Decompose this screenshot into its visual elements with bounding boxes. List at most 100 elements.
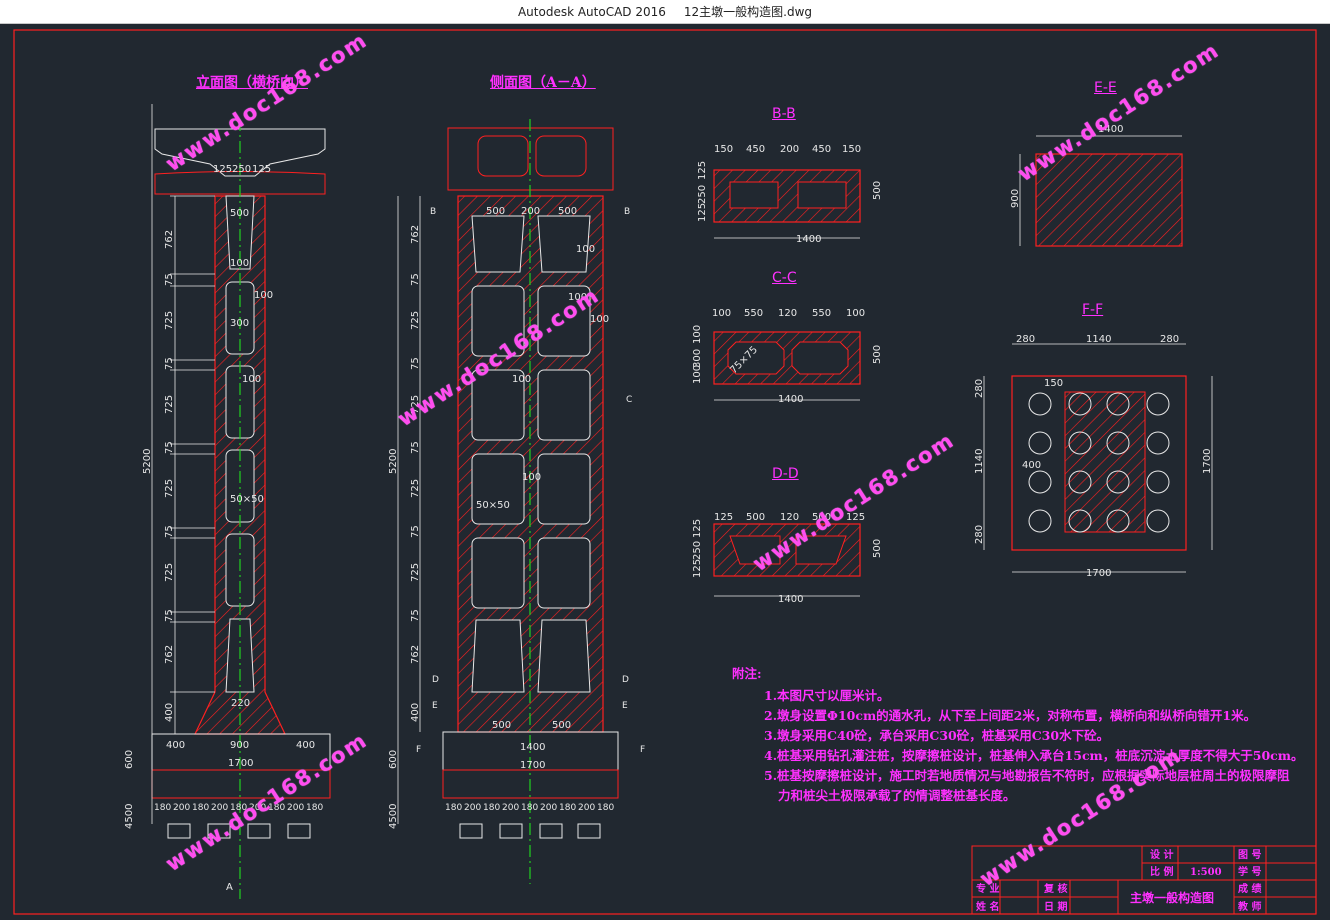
elevation-height-dims: 762 75 725 75 725 75 725 75 725 75 762 4… bbox=[124, 230, 175, 829]
svg-text:180: 180 bbox=[192, 803, 209, 813]
svg-text:5200: 5200 bbox=[142, 449, 153, 474]
ff-title: F-F bbox=[1082, 302, 1104, 318]
svg-text:725: 725 bbox=[164, 479, 175, 498]
svg-text:75: 75 bbox=[164, 525, 175, 538]
svg-text:200: 200 bbox=[287, 803, 304, 813]
svg-text:180: 180 bbox=[597, 803, 614, 813]
svg-text:125: 125 bbox=[692, 559, 703, 578]
section-a-label: A bbox=[226, 882, 233, 893]
app-name: Autodesk AutoCAD 2016 bbox=[517, 4, 666, 19]
svg-text:复 核: 复 核 bbox=[1043, 882, 1067, 895]
svg-text:姓 名: 姓 名 bbox=[975, 900, 999, 913]
svg-text:125: 125 bbox=[697, 161, 708, 180]
note-line: 力和桩尖土极限承载了的情调整桩基长度。 bbox=[778, 788, 1016, 803]
svg-text:1700: 1700 bbox=[1086, 568, 1111, 579]
svg-text:500: 500 bbox=[872, 181, 883, 200]
svg-text:1140: 1140 bbox=[974, 449, 985, 474]
svg-text:100: 100 bbox=[512, 374, 531, 385]
svg-text:教 师: 教 师 bbox=[1237, 900, 1261, 913]
svg-text:500: 500 bbox=[812, 512, 831, 523]
svg-text:125: 125 bbox=[846, 512, 865, 523]
svg-text:F: F bbox=[416, 745, 421, 755]
svg-text:280: 280 bbox=[1160, 334, 1179, 345]
svg-text:150: 150 bbox=[1044, 378, 1063, 389]
svg-text:725: 725 bbox=[164, 563, 175, 582]
note-line: 1.本图尺寸以厘米计。 bbox=[764, 688, 890, 703]
svg-text:200: 200 bbox=[173, 803, 190, 813]
title-block bbox=[971, 845, 1317, 915]
svg-text:75: 75 bbox=[410, 273, 421, 286]
svg-text:280: 280 bbox=[974, 525, 985, 544]
elev-top-dim: 125 bbox=[252, 164, 271, 175]
notes-heading: 附注: bbox=[732, 666, 762, 681]
svg-text:500: 500 bbox=[746, 512, 765, 523]
dd-title: D-D bbox=[772, 466, 799, 482]
svg-text:75: 75 bbox=[164, 273, 175, 286]
elev-inner-dim: 300 bbox=[230, 318, 249, 329]
svg-text:725: 725 bbox=[410, 395, 421, 414]
svg-text:600: 600 bbox=[388, 750, 399, 769]
svg-text:200: 200 bbox=[464, 803, 481, 813]
svg-text:180: 180 bbox=[230, 803, 247, 813]
svg-text:1:500: 1:500 bbox=[1190, 867, 1222, 878]
svg-text:762: 762 bbox=[164, 230, 175, 249]
elev-base-total: 1700 bbox=[228, 758, 253, 769]
svg-text:200: 200 bbox=[540, 803, 557, 813]
svg-text:E: E bbox=[432, 701, 438, 711]
drawing-svg[interactable]: 125 250 125 500 100 100 300 100 50×50 22… bbox=[0, 24, 1330, 920]
svg-text:150: 150 bbox=[714, 144, 733, 155]
svg-text:450: 450 bbox=[812, 144, 831, 155]
svg-text:B: B bbox=[624, 207, 630, 217]
svg-text:125: 125 bbox=[714, 512, 733, 523]
svg-text:400: 400 bbox=[164, 703, 175, 722]
svg-text:200: 200 bbox=[502, 803, 519, 813]
drawing-canvas[interactable]: 125 250 125 500 100 100 300 100 50×50 22… bbox=[0, 24, 1330, 920]
svg-text:1400: 1400 bbox=[778, 394, 803, 405]
note-line: 2.墩身设置Φ10cm的通水孔，从下至上间距2米，对称布置，横桥向和纵桥向错开1… bbox=[764, 708, 1257, 723]
svg-text:500: 500 bbox=[552, 720, 571, 731]
svg-text:400: 400 bbox=[410, 703, 421, 722]
svg-text:D: D bbox=[622, 675, 629, 685]
svg-text:5200: 5200 bbox=[388, 449, 399, 474]
svg-text:75: 75 bbox=[164, 609, 175, 622]
svg-text:125: 125 bbox=[692, 519, 703, 538]
svg-text:500: 500 bbox=[492, 720, 511, 731]
svg-text:500: 500 bbox=[872, 539, 883, 558]
svg-text:E: E bbox=[622, 701, 628, 711]
svg-text:1400: 1400 bbox=[778, 594, 803, 605]
svg-text:180: 180 bbox=[559, 803, 576, 813]
svg-text:120: 120 bbox=[780, 512, 799, 523]
section-ee bbox=[1019, 135, 1183, 247]
svg-text:1400: 1400 bbox=[796, 234, 821, 245]
svg-text:725: 725 bbox=[164, 311, 175, 330]
svg-text:设 计: 设 计 bbox=[1150, 848, 1173, 861]
svg-text:450: 450 bbox=[746, 144, 765, 155]
svg-text:250: 250 bbox=[697, 185, 708, 204]
elev-inner-dim: 100 bbox=[242, 374, 261, 385]
svg-text:300: 300 bbox=[692, 349, 703, 368]
elev-inner-dim: 100 bbox=[254, 290, 273, 301]
svg-text:762: 762 bbox=[164, 645, 175, 664]
elev-base-dim: 900 bbox=[230, 740, 249, 751]
elev-base-dim: 400 bbox=[166, 740, 185, 751]
svg-text:学 号: 学 号 bbox=[1238, 865, 1261, 878]
svg-text:B: B bbox=[430, 207, 436, 217]
svg-text:75: 75 bbox=[410, 357, 421, 370]
svg-text:100: 100 bbox=[692, 365, 703, 384]
svg-text:100: 100 bbox=[712, 308, 731, 319]
svg-text:200: 200 bbox=[211, 803, 228, 813]
svg-text:762: 762 bbox=[410, 645, 421, 664]
svg-text:280: 280 bbox=[1016, 334, 1035, 345]
svg-text:100: 100 bbox=[590, 314, 609, 325]
svg-text:4500: 4500 bbox=[124, 804, 135, 829]
svg-text:1140: 1140 bbox=[1086, 334, 1111, 345]
svg-text:725: 725 bbox=[410, 563, 421, 582]
svg-text:75: 75 bbox=[164, 357, 175, 370]
window-titlebar: Autodesk AutoCAD 2016 12主墩一般构造图.dwg bbox=[0, 0, 1330, 24]
note-line: 5.桩基按摩擦桩设计，施工时若地质情况与地勘报告不符时，应根据实际地层桩周土的极… bbox=[764, 768, 1290, 783]
title-block-text: 设 计 比 例 1:500 图 号 学 号 成 绩 教 师 专 业 姓 名 复 … bbox=[975, 848, 1261, 913]
svg-text:180: 180 bbox=[521, 803, 538, 813]
side-pile-dims: 180 200 180 200 180 200 180 200 180 bbox=[445, 803, 614, 813]
svg-text:400: 400 bbox=[1022, 460, 1041, 471]
ee-title: E-E bbox=[1094, 80, 1117, 96]
